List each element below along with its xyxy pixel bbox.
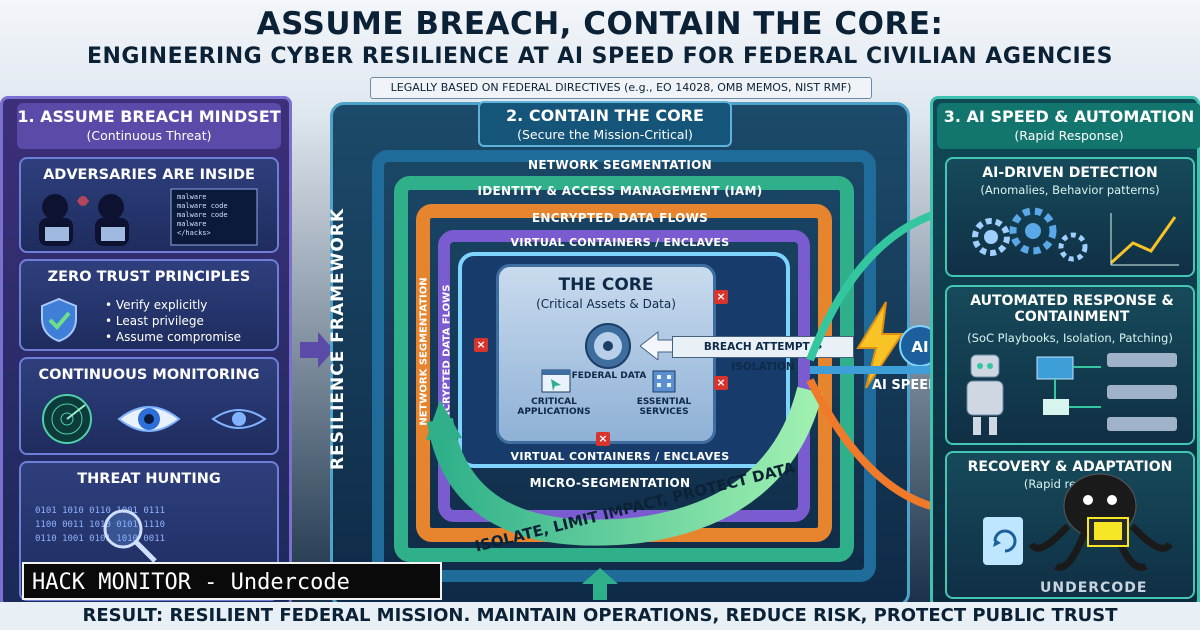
hack-monitor-watermark: HACK MONITOR - Undercode xyxy=(22,562,442,600)
phase2-subtitle: (Secure the Mission-Critical) xyxy=(517,127,693,142)
core-item-critical-applications: CRITICAL APPLICATIONS xyxy=(517,397,591,417)
legal-note: LEGALLY BASED ON FEDERAL DIRECTIVES (e.g… xyxy=(370,77,872,99)
octopus-hacker-icon xyxy=(1028,473,1174,571)
phase3-title: 3. AI SPEED & AUTOMATION xyxy=(943,107,1195,126)
undercode-brand: UNDERCODE xyxy=(1040,580,1148,596)
phase1-header: 1. ASSUME BREACH MINDSET (Continuous Thr… xyxy=(17,103,281,149)
card-zero-trust-title: ZERO TRUST PRINCIPLES xyxy=(47,269,251,285)
card-monitoring-title: CONTINUOUS MONITORING xyxy=(38,367,260,383)
card-zero-trust: ZERO TRUST PRINCIPLES • Verify explicitl… xyxy=(19,259,279,351)
ring-iam xyxy=(394,176,854,562)
card-monitoring: CONTINUOUS MONITORING xyxy=(19,357,279,455)
ring-label-iam: IDENTITY & ACCESS MANAGEMENT (IAM) xyxy=(477,184,763,198)
code-line: malware xyxy=(177,193,207,201)
breach-attempt-label: BREACH ATTEMPT → ISOLATION xyxy=(672,336,854,373)
isolate-arc-arrow xyxy=(426,386,823,546)
ai-speed-label: AI SPEED xyxy=(872,378,939,393)
phase2-title: 2. CONTAIN THE CORE xyxy=(506,106,704,125)
card-automated-response: AUTOMATED RESPONSE & CONTAINMENT (SoC Pl… xyxy=(945,285,1195,445)
refresh-icon xyxy=(983,517,1023,565)
phase2-header: 2. CONTAIN THE CORE (Secure the Mission-… xyxy=(478,101,732,147)
card-adversaries: ADVERSARIES ARE INSIDE malware malware c… xyxy=(19,157,279,253)
phase1-subtitle: (Continuous Threat) xyxy=(86,128,212,143)
main-subtitle: ENGINEERING CYBER RESILIENCE AT AI SPEED… xyxy=(86,44,1114,69)
bullet-text: Assume compromise xyxy=(115,330,242,344)
breach-x-icon: × xyxy=(474,338,488,352)
building-icon xyxy=(652,370,676,393)
svg-text:0101 1010 0110 1001 0111: 0101 1010 0110 1001 0111 xyxy=(35,506,165,516)
ring-label-micro: MICRO-SEGMENTATION xyxy=(529,476,691,490)
ring-label-enclaves-top: VIRTUAL CONTAINERS / ENCLAVES xyxy=(510,236,730,249)
list-item: • Least privilege xyxy=(105,314,204,328)
bullet-text: Verify explicitly xyxy=(115,298,208,312)
hacker-icon xyxy=(39,188,258,246)
code-line: malware xyxy=(177,220,207,228)
ring-label-enclaves-bottom: VIRTUAL CONTAINERS / ENCLAVES xyxy=(510,450,730,463)
card-recovery-title: RECOVERY & ADAPTATION xyxy=(967,459,1173,475)
gears-icon xyxy=(972,207,1179,266)
shield-check-icon xyxy=(41,297,77,343)
card-adversaries-title: ADVERSARIES ARE INSIDE xyxy=(43,167,255,183)
magnifier-icon: 0101 1010 0110 1001 0111 1100 0011 1010 … xyxy=(35,506,165,563)
lightning-icon xyxy=(856,301,904,389)
breach-x-icon: × xyxy=(714,290,728,304)
card-automated-response-subtitle: (SoC Playbooks, Isolation, Patching) xyxy=(967,331,1173,345)
radar-icon xyxy=(42,394,92,444)
robot-workflow-icon xyxy=(966,353,1177,435)
code-line: malware code xyxy=(177,211,228,219)
breach-x-icon: × xyxy=(596,432,610,446)
app-window-icon xyxy=(541,369,571,393)
core-title: THE CORE xyxy=(558,275,654,295)
list-item: • Assume compromise xyxy=(105,330,242,344)
card-threat-hunting-title: THREAT HUNTING xyxy=(77,471,221,487)
eye-network-icon xyxy=(211,409,267,429)
ring-label-encrypted: ENCRYPTED DATA FLOWS xyxy=(531,211,709,225)
code-line: malware code xyxy=(177,202,228,210)
code-line: </hacks> xyxy=(177,229,211,237)
zero-trust-list: • Verify explicitly • Least privilege • … xyxy=(105,297,241,345)
core-item-essential-services: ESSENTIAL SERVICES xyxy=(636,397,692,417)
robot-icon xyxy=(966,354,1004,435)
core-subtitle: (Critical Assets & Data) xyxy=(536,297,676,311)
ring-label-network: NETWORK SEGMENTATION xyxy=(528,158,712,172)
phase3-header: 3. AI SPEED & AUTOMATION (Rapid Response… xyxy=(937,103,1200,149)
arrow-up-icon xyxy=(582,568,618,600)
eye-icon xyxy=(117,406,181,432)
list-item: • Verify explicitly xyxy=(105,298,208,312)
resilience-framework-label: RESILIENCE FRAMEWORK xyxy=(318,207,358,470)
phase1-panel: 1. ASSUME BREACH MINDSET (Continuous Thr… xyxy=(0,96,292,608)
core-item-federal-data: FEDERAL DATA xyxy=(571,371,647,381)
arrow-right-icon xyxy=(300,332,334,368)
phase1-title: 1. ASSUME BREACH MINDSET xyxy=(17,107,281,126)
phase3-subtitle: (Rapid Response) xyxy=(1014,128,1124,143)
main-title: ASSUME BREACH, CONTAIN THE CORE: xyxy=(256,6,944,42)
svg-text:1100 0011 1010 0101 1110: 1100 0011 1010 0101 1110 xyxy=(35,520,165,530)
bullet-text: Least privilege xyxy=(115,314,204,328)
card-automated-response-title: AUTOMATED RESPONSE & CONTAINMENT xyxy=(970,293,1174,325)
svg-text:0110 1001 0101 1010 0011: 0110 1001 0101 1010 0011 xyxy=(35,534,165,544)
result-banner: RESULT: RESILIENT FEDERAL MISSION. MAINT… xyxy=(0,602,1200,630)
card-recovery: RECOVERY & ADAPTATION (Rapid restoring xyxy=(945,451,1195,599)
ai-badge-text: AI xyxy=(911,338,928,356)
card-ai-detection-title: AI-DRIVEN DETECTION xyxy=(982,165,1158,181)
malware-code-screen: malware malware code malware code malwar… xyxy=(177,193,228,238)
card-ai-detection-subtitle: (Anomalies, Behavior patterns) xyxy=(980,183,1160,197)
monitoring-icons xyxy=(42,394,267,444)
breach-x-icon: × xyxy=(714,376,728,390)
vault-icon xyxy=(585,323,631,369)
phase3-panel: 3. AI SPEED & AUTOMATION (Rapid Response… xyxy=(930,96,1200,608)
card-ai-detection: AI-DRIVEN DETECTION (Anomalies, Behavior… xyxy=(945,157,1195,277)
resilience-framework-text: RESILIENCE FRAMEWORK xyxy=(328,207,348,470)
